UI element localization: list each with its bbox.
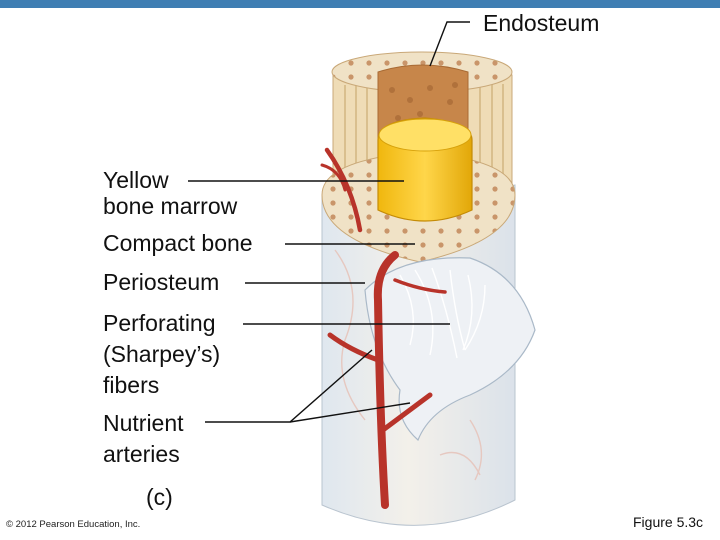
copyright-notice: © 2012 Pearson Education, Inc. [6, 519, 141, 530]
label-periosteum: Periosteum [103, 269, 220, 295]
periosteum-flap [364, 257, 536, 442]
label-perforating-fibers: Perforating (Sharpey’s) fibers [103, 310, 221, 398]
label-compact-bone: Compact bone [103, 230, 253, 256]
leader-endosteum [429, 21, 470, 67]
nutrient-arteries [320, 147, 447, 509]
header-bar [0, 0, 720, 8]
figure-label: Figure 5.3c [633, 514, 704, 530]
label-yellow-marrow: Yellow bone marrow [103, 167, 238, 219]
label-nutrient-arteries: Nutrient arteries [103, 410, 184, 467]
panel-letter: (c) [146, 484, 173, 510]
label-endosteum: Endosteum [483, 10, 600, 36]
